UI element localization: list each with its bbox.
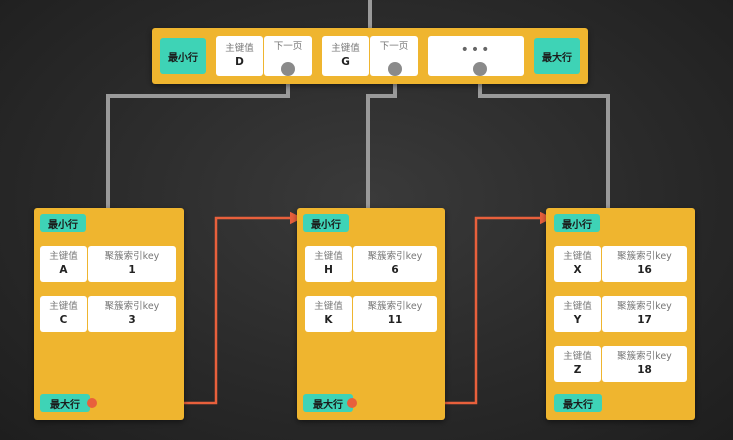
index-value: 18 bbox=[637, 364, 652, 376]
root-max-row: 最大行 bbox=[534, 38, 580, 74]
leaf3-row1-index: 聚簇索引key 16 bbox=[602, 246, 687, 282]
leaf2-max-row: 最大行 bbox=[303, 394, 353, 412]
leaf2-row2-key: 主键值 K bbox=[305, 296, 352, 332]
leaf1-row2-key: 主键值 C bbox=[40, 296, 87, 332]
leaf-page-3: 最小行 主键值 X 聚簇索引key 16 主键值 Y 聚簇索引key 17 主键… bbox=[546, 208, 695, 420]
root-entry-1-pointer: 下一页 bbox=[264, 36, 312, 76]
key-label: 主键值 bbox=[563, 351, 592, 362]
key-value: H bbox=[324, 264, 333, 276]
key-label: 主键值 bbox=[314, 251, 343, 262]
pointer-dot bbox=[281, 62, 295, 76]
next-page-label: 下一页 bbox=[273, 41, 303, 52]
leaf-page-2: 最小行 主键值 H 聚簇索引key 6 主键值 K 聚簇索引key 11 最大行 bbox=[297, 208, 445, 420]
pointer-dot bbox=[473, 62, 487, 76]
leaf1-row1-index: 聚簇索引key 1 bbox=[88, 246, 176, 282]
index-label: 聚簇索引key bbox=[617, 301, 672, 312]
index-label: 聚簇索引key bbox=[104, 251, 160, 262]
leaf2-row2-index: 聚簇索引key 11 bbox=[353, 296, 437, 332]
key-value: D bbox=[235, 56, 244, 68]
leaf-page-1: 最小行 主键值 A 聚簇索引key 1 主键值 C 聚簇索引key 3 最大行 bbox=[34, 208, 184, 420]
leaf3-row2-key: 主键值 Y bbox=[554, 296, 601, 332]
index-label: 聚簇索引key bbox=[104, 301, 160, 312]
index-value: 11 bbox=[387, 314, 403, 326]
key-label: 主键值 bbox=[49, 251, 78, 262]
leaf3-row1-key: 主键值 X bbox=[554, 246, 601, 282]
key-label: 主键值 bbox=[563, 251, 592, 262]
root-entry-1-key: 主键值 D bbox=[216, 36, 263, 76]
key-value: X bbox=[573, 264, 582, 276]
leaf2-row1-index: 聚簇索引key 6 bbox=[353, 246, 437, 282]
link-origin-dot bbox=[347, 398, 357, 408]
leaf2-min-row: 最小行 bbox=[303, 214, 349, 232]
index-label: 聚簇索引key bbox=[367, 251, 423, 262]
key-value: Z bbox=[573, 364, 582, 376]
leaf1-row2-index: 聚簇索引key 3 bbox=[88, 296, 176, 332]
index-value: 16 bbox=[637, 264, 652, 276]
key-value: Y bbox=[573, 314, 582, 326]
leaf2-row1-key: 主键值 H bbox=[305, 246, 352, 282]
key-value: G bbox=[341, 56, 350, 68]
next-page-label: 下一页 bbox=[379, 41, 409, 52]
leaf1-min-row: 最小行 bbox=[40, 214, 86, 232]
root-min-row: 最小行 bbox=[160, 38, 206, 74]
index-value: 1 bbox=[128, 264, 136, 276]
index-label: 聚簇索引key bbox=[617, 251, 672, 262]
key-label: 主键值 bbox=[314, 301, 343, 312]
key-value: C bbox=[59, 314, 68, 326]
leaf1-max-row: 最大行 bbox=[40, 394, 90, 412]
leaf3-min-row: 最小行 bbox=[554, 214, 600, 232]
key-value: K bbox=[324, 314, 333, 326]
key-label: 主键值 bbox=[225, 43, 254, 54]
leaf1-row1-key: 主键值 A bbox=[40, 246, 87, 282]
ellipsis: ••• bbox=[460, 42, 492, 58]
index-label: 聚簇索引key bbox=[617, 351, 672, 362]
link-origin-dot bbox=[87, 398, 97, 408]
index-label: 聚簇索引key bbox=[367, 301, 423, 312]
index-value: 17 bbox=[637, 314, 652, 326]
key-label: 主键值 bbox=[49, 301, 78, 312]
key-label: 主键值 bbox=[331, 43, 360, 54]
leaf3-max-row: 最大行 bbox=[554, 394, 602, 412]
leaf3-row3-key: 主键值 Z bbox=[554, 346, 601, 382]
key-label: 主键值 bbox=[563, 301, 592, 312]
key-value: A bbox=[59, 264, 68, 276]
pointer-dot bbox=[388, 62, 402, 76]
leaf3-row3-index: 聚簇索引key 18 bbox=[602, 346, 687, 382]
index-value: 6 bbox=[391, 264, 399, 276]
root-entry-2-key: 主键值 G bbox=[322, 36, 369, 76]
leaf3-row2-index: 聚簇索引key 17 bbox=[602, 296, 687, 332]
index-value: 3 bbox=[128, 314, 136, 326]
